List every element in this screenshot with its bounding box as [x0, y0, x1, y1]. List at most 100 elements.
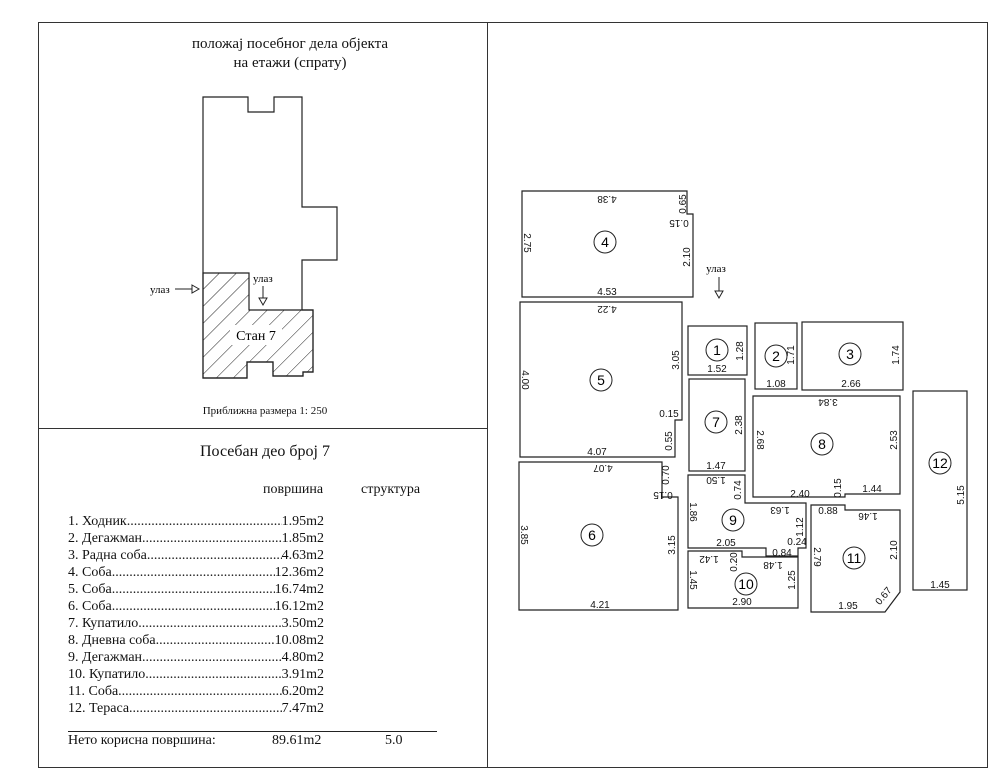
- dimension-label: 3.84: [818, 396, 838, 407]
- dimension-label: 1.95: [838, 601, 858, 612]
- dimension-label: 1.63: [770, 504, 790, 515]
- dimension-label: 1.52: [707, 364, 727, 375]
- dimension-label: 0.15: [669, 217, 689, 228]
- room-number-circle: [928, 451, 952, 475]
- room-8: [752, 395, 901, 498]
- dimension-label: 0.15: [653, 489, 673, 500]
- dimension-label: 0.20: [729, 552, 740, 572]
- room-number-marker: 9: [721, 508, 745, 532]
- room-list-item: 2. Дегажман 1.85m2: [68, 530, 324, 547]
- dot-leader: [112, 581, 275, 598]
- room-list-item: 1. Ходник 1.95m2: [68, 513, 324, 530]
- dot-leader: [138, 615, 281, 632]
- dimension-label: 1.74: [891, 345, 902, 365]
- room-number-marker: 3: [838, 342, 862, 366]
- room-name: 9. Дегажман: [68, 650, 143, 665]
- room-7: [688, 378, 746, 472]
- dimension-label: 2.79: [811, 547, 822, 567]
- dimension-label: 2.10: [889, 540, 900, 560]
- room-11: [810, 504, 901, 613]
- entrance-arrow-icon: [714, 277, 724, 300]
- dimension-label: 2.05: [716, 538, 736, 549]
- dimension-label: 1.42: [699, 553, 719, 564]
- room-10: [687, 550, 799, 609]
- dot-leader: [127, 513, 282, 530]
- dimension-label: 4.00: [519, 370, 530, 390]
- column-header-area: површина: [263, 482, 324, 497]
- dimension-label: 0.88: [818, 506, 838, 517]
- room-number-circle: [842, 546, 866, 570]
- total-area: 89.61m2: [272, 733, 322, 748]
- room-area: 1.85m2: [281, 531, 324, 546]
- room-number-circle: [734, 572, 758, 596]
- room-number: 2: [772, 348, 780, 364]
- room-list-item: 8. Дневна соба 10.08m2: [68, 632, 324, 649]
- dimension-label: 0.15: [833, 478, 844, 498]
- dot-leader: [142, 530, 282, 547]
- room-list-item: 9. Дегажман 4.80m2: [68, 649, 324, 666]
- room-number-marker: 10: [734, 572, 758, 596]
- dimension-label: 4.21: [590, 600, 610, 611]
- location-title: положај посебног дела објекта: [192, 36, 388, 52]
- dimension-label: 1.46: [858, 510, 878, 521]
- total-structure: 5.0: [385, 733, 403, 748]
- dimension-label: 2.90: [732, 597, 752, 608]
- room-number-circle: [721, 508, 745, 532]
- dimension-label: 1.28: [735, 341, 746, 361]
- room-number-marker: 2: [764, 344, 788, 368]
- dot-leader: [129, 700, 282, 717]
- room-9: [687, 474, 807, 557]
- room-number-circle: [838, 342, 862, 366]
- room-list-item: 4. Соба 12.36m2: [68, 564, 324, 581]
- room-number-circle: [810, 432, 834, 456]
- dimension-label: 4.07: [587, 447, 607, 458]
- room-number-marker: 7: [704, 410, 728, 434]
- entrance-label: улаз: [706, 263, 726, 275]
- dot-leader: [112, 598, 275, 615]
- room-number-marker: 5: [589, 368, 613, 392]
- entrance-arrow-icon: [258, 286, 268, 307]
- room-name: 3. Радна соба: [68, 548, 147, 563]
- dimension-label: 0.15: [659, 409, 679, 420]
- room-name: 8. Дневна соба: [68, 633, 156, 648]
- dimension-label: 0.74: [733, 480, 744, 500]
- panel-divider: [487, 22, 488, 768]
- entrance-label: улаз: [150, 284, 170, 296]
- room-number-circle: [764, 344, 788, 368]
- dot-leader: [145, 666, 281, 683]
- room-number-marker: 8: [810, 432, 834, 456]
- room-number: 8: [818, 436, 826, 452]
- dimension-label: 4.07: [593, 462, 613, 473]
- room-number: 6: [588, 527, 596, 543]
- room-area: 3.91m2: [281, 667, 324, 682]
- room-list-item: 12. Тераса 7.47m2: [68, 700, 324, 717]
- column-header-structure: структура: [361, 482, 421, 497]
- room-name: 12. Тераса: [68, 701, 130, 716]
- room-name: 1. Ходник: [68, 514, 127, 529]
- dimension-label: 1.08: [766, 379, 786, 390]
- room-number-marker: 6: [580, 523, 604, 547]
- dimension-label: 4.53: [597, 287, 617, 298]
- room-name: 5. Соба: [68, 582, 112, 597]
- room-area: 16.12m2: [274, 599, 324, 614]
- room-number: 3: [846, 346, 854, 362]
- dimension-label: 2.38: [734, 415, 745, 435]
- room-area: 12.36m2: [274, 565, 324, 580]
- room-1: [687, 325, 748, 376]
- room-area: 10.08m2: [274, 633, 324, 648]
- room-name: 6. Соба: [68, 599, 112, 614]
- dimension-label: 2.10: [682, 247, 693, 267]
- dimension-label: 1.47: [706, 461, 726, 472]
- dot-leader: [118, 683, 281, 700]
- room-name: 4. Соба: [68, 565, 112, 580]
- dimension-label: 0.84: [772, 548, 792, 559]
- room-name: 2. Дегажман: [68, 531, 143, 546]
- dimension-label: 1.12: [795, 517, 806, 537]
- dimension-label: 0.55: [664, 431, 675, 451]
- room-area: 6.20m2: [281, 684, 324, 699]
- dot-leader: [142, 649, 282, 666]
- room-5: [519, 301, 683, 458]
- total-divider: [68, 731, 437, 732]
- room-number-circle: [593, 230, 617, 254]
